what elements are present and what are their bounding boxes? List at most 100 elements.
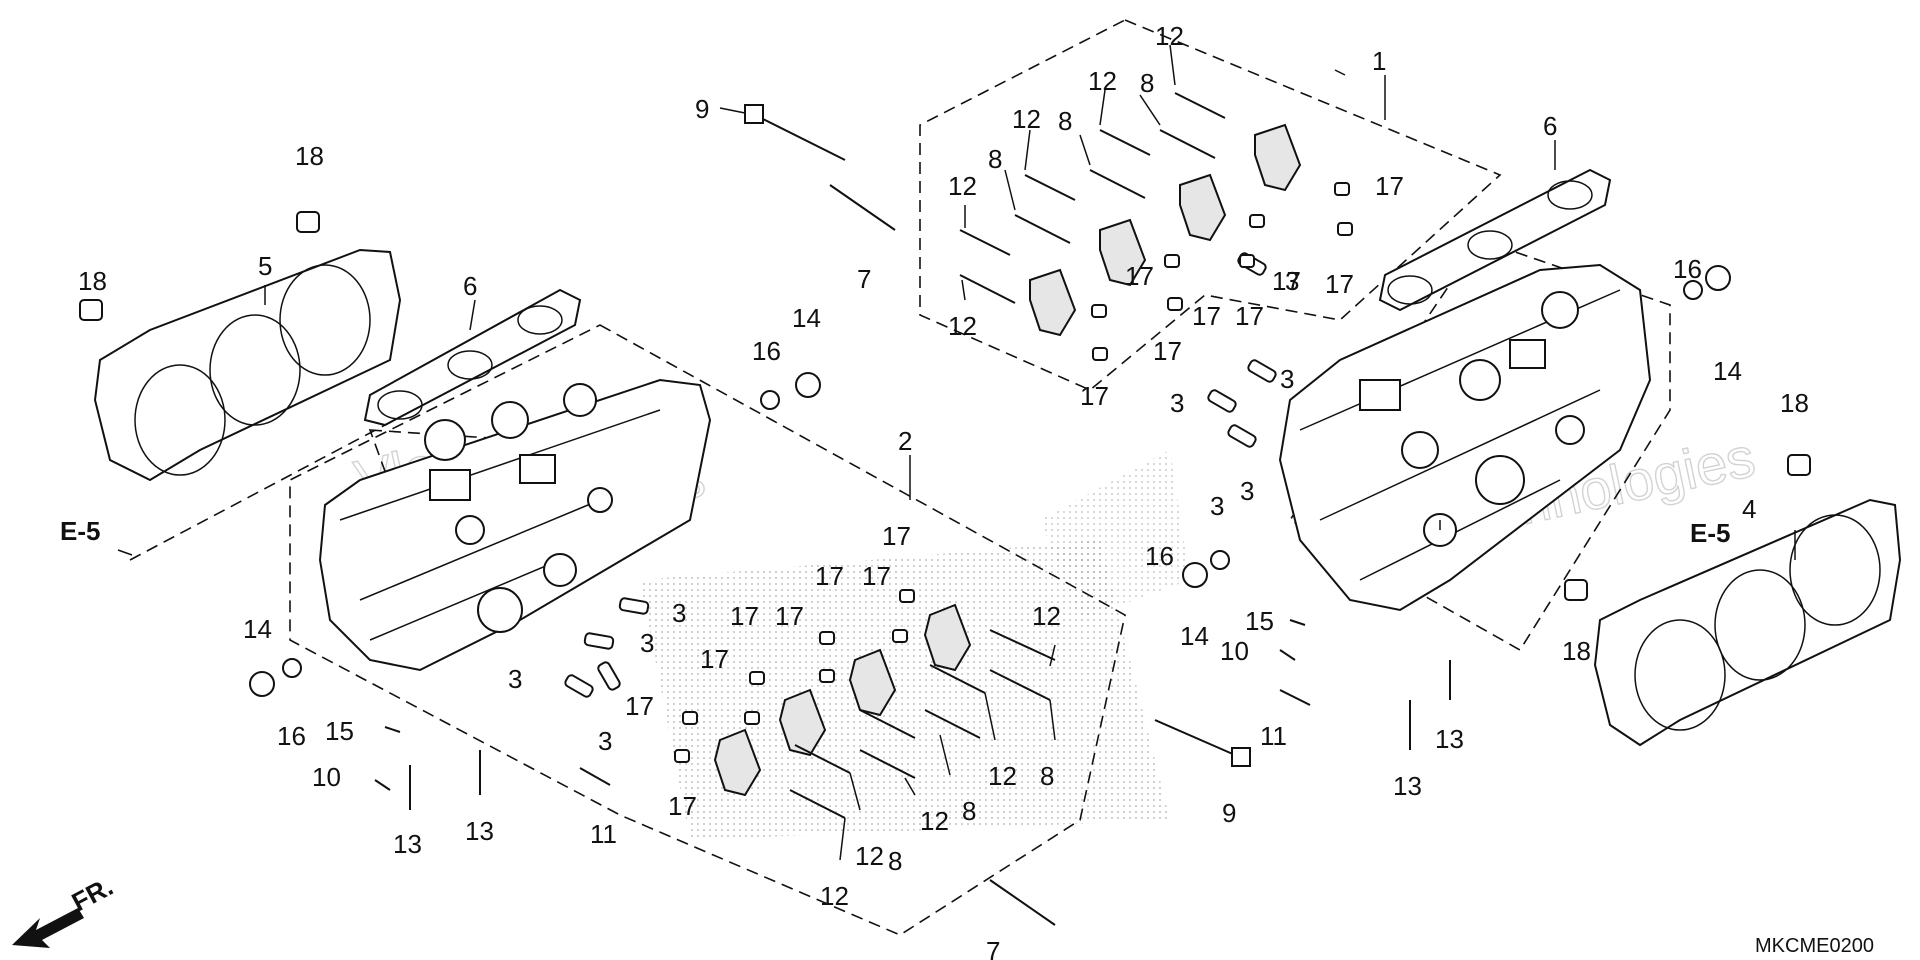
shading-upper bbox=[1040, 450, 1190, 620]
callout-18a: 18 bbox=[295, 141, 324, 171]
port-gasket-left bbox=[363, 288, 582, 427]
callout-14b: 14 bbox=[1713, 356, 1742, 386]
callout-7-top: 7 bbox=[857, 264, 871, 294]
camshaft-holders-upper bbox=[1029, 123, 1302, 337]
callout-8d: 8 bbox=[1040, 761, 1054, 791]
callout-1: 1 bbox=[1372, 46, 1386, 76]
callout-18d: 18 bbox=[1562, 636, 1591, 666]
dowel-pins bbox=[79, 211, 1811, 601]
callout-16a: 16 bbox=[752, 336, 781, 366]
callout-7-bottom: 7 bbox=[986, 936, 1000, 960]
callout-8c: 8 bbox=[988, 144, 1002, 174]
callout-3e: 3 bbox=[1285, 266, 1299, 296]
callout-3d: 3 bbox=[1240, 476, 1254, 506]
callout-10-right: 10 bbox=[1220, 636, 1249, 666]
callout-3c: 3 bbox=[1210, 491, 1224, 521]
callout-3f: 3 bbox=[672, 598, 686, 628]
callout-17f: 17 bbox=[1153, 336, 1182, 366]
callout-17j: 17 bbox=[815, 561, 844, 591]
callout-17p: 17 bbox=[668, 791, 697, 821]
callout-17i: 17 bbox=[882, 521, 911, 551]
callout-17d: 17 bbox=[1235, 301, 1264, 331]
callout-12a: 12 bbox=[1155, 21, 1184, 51]
callout-17g: 17 bbox=[1125, 261, 1154, 291]
group-boundary-2 bbox=[289, 324, 1126, 936]
callout-11-left: 11 bbox=[590, 819, 617, 849]
callout-17h: 17 bbox=[1080, 381, 1109, 411]
callout-8f: 8 bbox=[888, 846, 902, 876]
callout-13d: 13 bbox=[1435, 724, 1464, 754]
callout-17c: 17 bbox=[1272, 266, 1301, 296]
bolts bbox=[374, 92, 1451, 819]
camshaft-holders-lower bbox=[713, 603, 972, 797]
callout-8a: 8 bbox=[1140, 68, 1154, 98]
callout-17e: 17 bbox=[1192, 301, 1221, 331]
group-boundary-5 bbox=[129, 379, 471, 561]
port-gasket-right bbox=[1378, 168, 1612, 312]
callout-14c: 14 bbox=[1180, 621, 1209, 651]
reference-e5-left-arrow bbox=[117, 549, 133, 556]
callout-12h: 12 bbox=[920, 806, 949, 836]
callout-17l: 17 bbox=[730, 601, 759, 631]
callout-12f: 12 bbox=[1032, 601, 1061, 631]
group-boundary-4 bbox=[1288, 239, 1671, 652]
callout-17m: 17 bbox=[775, 601, 804, 631]
callout-12g: 12 bbox=[988, 761, 1017, 791]
callout-17k: 17 bbox=[862, 561, 891, 591]
callout-8e: 8 bbox=[962, 796, 976, 826]
cylinder-head-gasket-left bbox=[93, 248, 402, 482]
cylinder-head-right bbox=[1278, 263, 1652, 612]
callout-10-left: 10 bbox=[312, 762, 341, 792]
reference-e5-left: E-5 bbox=[60, 516, 100, 546]
callout-6-right: 6 bbox=[1543, 111, 1557, 141]
callout-17o: 17 bbox=[625, 691, 654, 721]
callout-3h: 3 bbox=[508, 664, 522, 694]
callout-14d: 14 bbox=[243, 614, 272, 644]
callout-9-right: 9 bbox=[1222, 798, 1236, 828]
callout-8b: 8 bbox=[1058, 106, 1072, 136]
callout-12e: 12 bbox=[948, 311, 977, 341]
seal-washers bbox=[249, 265, 1731, 697]
callout-17b: 17 bbox=[1325, 269, 1354, 299]
callout-3g: 3 bbox=[640, 628, 654, 658]
callout-14a: 14 bbox=[792, 303, 821, 333]
callout-2: 2 bbox=[898, 426, 912, 456]
front-direction-arrow: FR. bbox=[12, 871, 118, 948]
cylinder-head-gasket-right bbox=[1593, 498, 1902, 747]
callout-16d: 16 bbox=[277, 721, 306, 751]
callout-15-left: 15 bbox=[325, 716, 354, 746]
callout-4: 4 bbox=[1742, 494, 1756, 524]
callout-13c: 13 bbox=[1393, 771, 1422, 801]
callout-12d: 12 bbox=[948, 171, 977, 201]
callout-17a: 17 bbox=[1375, 171, 1404, 201]
diagram-code: MKCME0200 bbox=[1755, 935, 1874, 957]
callout-12c: 12 bbox=[1012, 104, 1041, 134]
callout-labels: 1 2 3 3 3 3 3 3 3 3 3 4 5 6 6 7 7 8 8 8 … bbox=[78, 21, 1809, 960]
callout-13b: 13 bbox=[465, 816, 494, 846]
callout-11-right: 11 bbox=[1260, 721, 1287, 751]
callout-9-top: 9 bbox=[695, 94, 709, 124]
reference-e5-right: E-5 bbox=[1690, 518, 1730, 548]
cylinder-head-left bbox=[318, 378, 712, 672]
callout-16c: 16 bbox=[1145, 541, 1174, 571]
callout-3b: 3 bbox=[1170, 388, 1184, 418]
callout-12i: 12 bbox=[855, 841, 884, 871]
callout-16b: 16 bbox=[1673, 254, 1702, 284]
dowels-and-collars bbox=[564, 182, 1353, 763]
callout-18b: 18 bbox=[78, 266, 107, 296]
callout-17n: 17 bbox=[700, 644, 729, 674]
callout-12b: 12 bbox=[1088, 66, 1117, 96]
callout-18c: 18 bbox=[1780, 388, 1809, 418]
callout-5: 5 bbox=[258, 251, 272, 281]
callout-12j: 12 bbox=[820, 881, 849, 911]
callout-6-left: 6 bbox=[463, 271, 477, 301]
spark-plugs bbox=[829, 184, 1056, 926]
callout-3a: 3 bbox=[1280, 364, 1294, 394]
leader-lines bbox=[264, 44, 1796, 861]
shading-lower bbox=[640, 540, 1170, 840]
group-boundary-1 bbox=[919, 19, 1502, 391]
callout-3i: 3 bbox=[598, 726, 612, 756]
callout-13a: 13 bbox=[393, 829, 422, 859]
callout-15-right: 15 bbox=[1245, 606, 1274, 636]
